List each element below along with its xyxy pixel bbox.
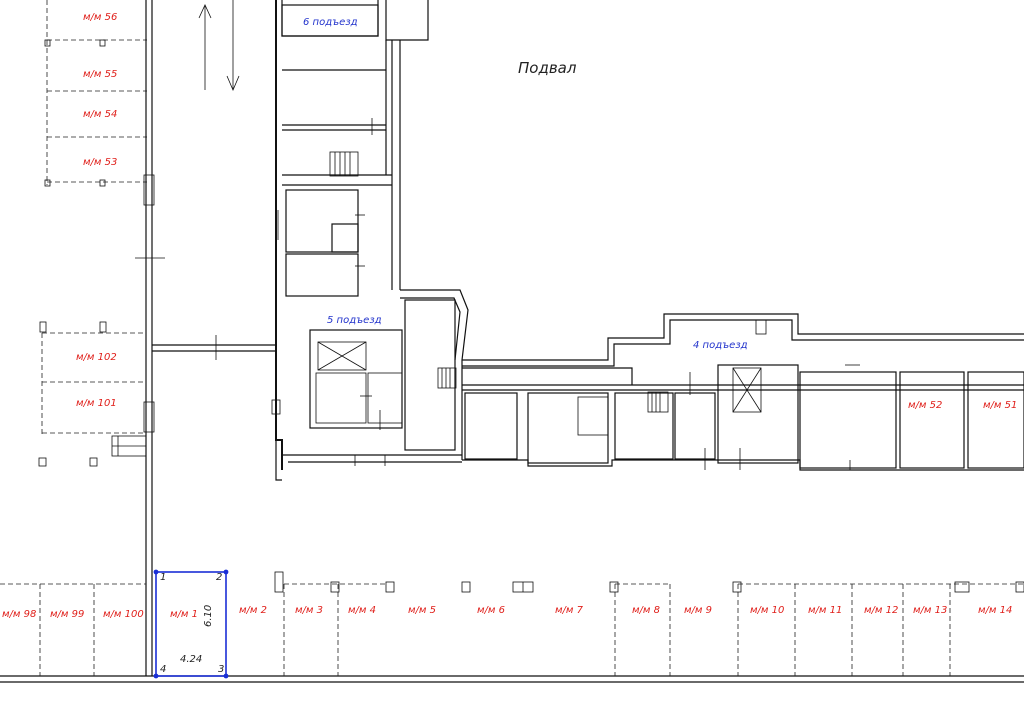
corner-label-3: 3 bbox=[218, 664, 224, 675]
corner-label-1: 1 bbox=[160, 572, 166, 583]
corner-dot-3 bbox=[223, 673, 229, 679]
length-dimension: 6.10 bbox=[203, 605, 214, 627]
space-102-label[interactable]: м/м 102 bbox=[76, 352, 117, 363]
space-1-label[interactable]: м/м 1 bbox=[170, 609, 198, 620]
space-53-label[interactable]: м/м 53 bbox=[83, 157, 117, 168]
left-upper-spaces bbox=[44, 0, 147, 187]
space-2-label[interactable]: м/м 2 bbox=[239, 605, 267, 616]
left-middle-spaces bbox=[38, 321, 147, 467]
space-10-label[interactable]: м/м 10 bbox=[750, 605, 784, 616]
corner-label-4: 4 bbox=[160, 664, 166, 675]
space-5-label[interactable]: м/м 5 bbox=[408, 605, 436, 616]
space-100-label[interactable]: м/м 100 bbox=[103, 609, 144, 620]
space-13-label[interactable]: м/м 13 bbox=[913, 605, 947, 616]
corner-label-2: 2 bbox=[216, 572, 222, 583]
space-52-label[interactable]: м/м 52 bbox=[908, 400, 942, 411]
corner-dot-4 bbox=[153, 673, 159, 679]
entrance-4-label: 4 подъезд bbox=[693, 340, 748, 351]
core-block-5-6 bbox=[271, 0, 469, 481]
space-11-label[interactable]: м/м 11 bbox=[808, 605, 842, 616]
space-56-label[interactable]: м/м 56 bbox=[83, 12, 117, 23]
entrance-6-label: 6 подъезд bbox=[303, 17, 358, 28]
space-3-label[interactable]: м/м 3 bbox=[295, 605, 323, 616]
space-7-label[interactable]: м/м 7 bbox=[555, 605, 584, 616]
left-main-walls bbox=[135, 0, 276, 676]
selected-space-outline[interactable] bbox=[155, 571, 227, 677]
width-dimension: 4.24 bbox=[180, 654, 202, 665]
space-51-label[interactable]: м/м 51 bbox=[983, 400, 1017, 411]
space-98-label[interactable]: м/м 98 bbox=[2, 609, 36, 620]
space-6-label[interactable]: м/м 6 bbox=[477, 605, 505, 616]
space-14-label[interactable]: м/м 14 bbox=[978, 605, 1012, 616]
space-54-label[interactable]: м/м 54 bbox=[83, 109, 117, 120]
corner-dot-1 bbox=[153, 569, 159, 575]
space-9-label[interactable]: м/м 9 bbox=[684, 605, 712, 616]
selected-space[interactable]: 1 2 3 4 6.10 4.24 bbox=[153, 569, 229, 679]
bottom-spaces-row bbox=[0, 571, 1024, 683]
space-101-label[interactable]: м/м 101 bbox=[76, 398, 117, 409]
entrance-5-label: 5 подъезд bbox=[327, 315, 382, 326]
space-8-label[interactable]: м/м 8 bbox=[632, 605, 660, 616]
space-12-label[interactable]: м/м 12 bbox=[864, 605, 898, 616]
space-99-label[interactable]: м/м 99 bbox=[50, 609, 84, 620]
corner-dot-2 bbox=[223, 569, 229, 575]
core-block-4 bbox=[462, 313, 1024, 471]
plan-title: Подвал bbox=[518, 59, 577, 77]
space-4-label[interactable]: м/м 4 bbox=[348, 605, 376, 616]
traffic-arrows bbox=[198, 0, 240, 92]
space-55-label[interactable]: м/м 55 bbox=[83, 69, 117, 80]
